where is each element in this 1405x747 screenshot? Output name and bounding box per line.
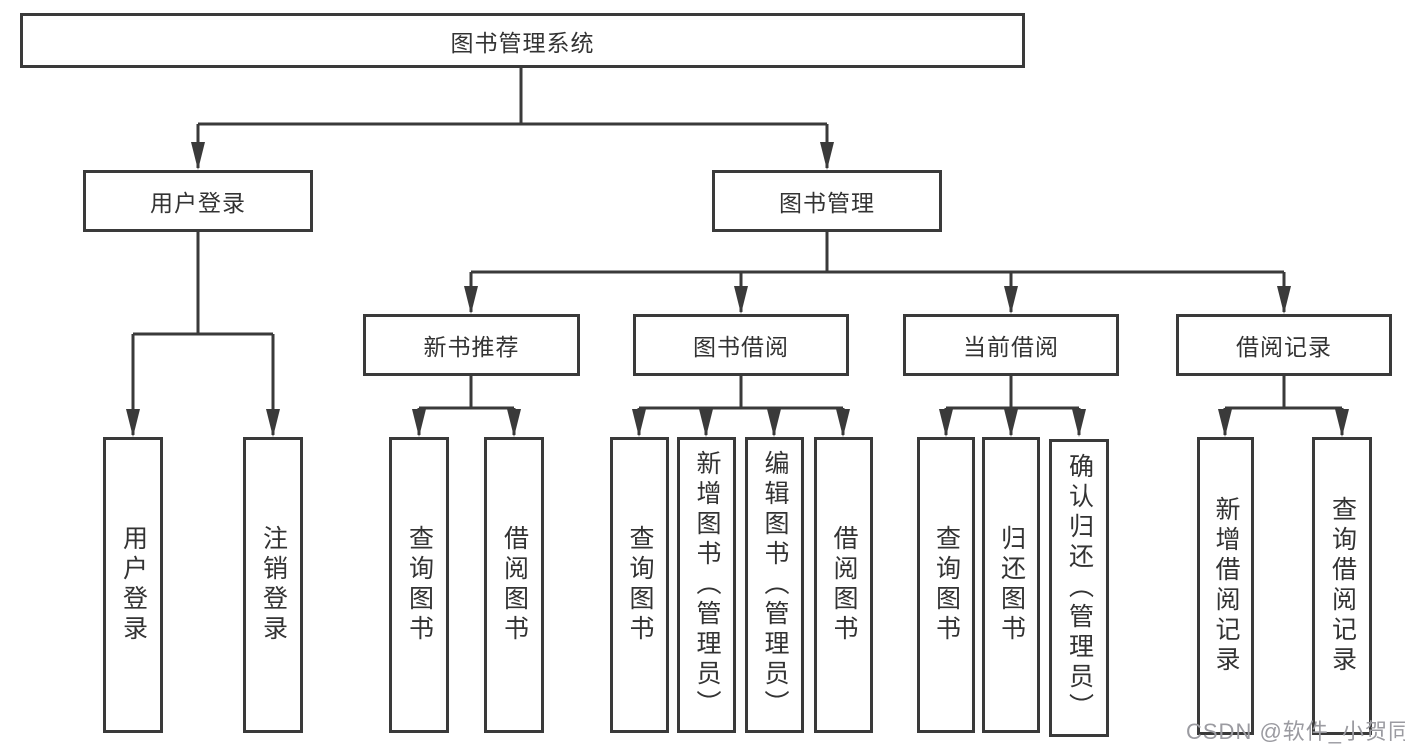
leaf-query-books-recommend: 查询图书 bbox=[389, 437, 449, 733]
leaf-logout: 注销登录 bbox=[243, 437, 303, 733]
leaf-query-books-current: 查询图书 bbox=[917, 437, 975, 733]
arrowhead bbox=[1072, 409, 1086, 437]
node-new-book-recommend: 新书推荐 bbox=[363, 314, 580, 376]
leaf-borrow-books-recommend: 借阅图书 bbox=[484, 437, 544, 733]
connector-book-management bbox=[469, 232, 1286, 312]
arrowhead bbox=[939, 409, 953, 437]
leaf-query-borrow-record: 查询借阅记录 bbox=[1312, 437, 1372, 735]
node-library-system: 图书管理系统 bbox=[20, 13, 1025, 68]
arrowhead bbox=[191, 142, 205, 170]
arrowhead bbox=[1335, 409, 1349, 437]
node-book-management: 图书管理 bbox=[712, 170, 942, 232]
leaf-confirm-return-admin: 确认归还（管理员） bbox=[1049, 439, 1109, 737]
arrowhead bbox=[1004, 286, 1018, 314]
arrowhead bbox=[820, 142, 834, 170]
arrowhead bbox=[1218, 409, 1232, 437]
leaf-edit-books-admin: 编辑图书（管理员） bbox=[745, 437, 804, 733]
leaf-add-borrow-record: 新增借阅记录 bbox=[1197, 437, 1254, 735]
node-book-borrow: 图书借阅 bbox=[633, 314, 849, 376]
arrowhead bbox=[412, 409, 426, 437]
csdn-watermark: CSDN @软件_小贺同学 bbox=[1186, 719, 1405, 744]
connector-new-book bbox=[417, 376, 516, 435]
arrowhead bbox=[266, 409, 280, 437]
node-current-borrow: 当前借阅 bbox=[903, 314, 1119, 376]
arrowhead bbox=[767, 409, 781, 437]
arrowhead bbox=[1277, 286, 1291, 314]
connector-borrow-record bbox=[1223, 376, 1344, 435]
leaf-borrow-books: 借阅图书 bbox=[814, 437, 873, 733]
arrowheads bbox=[126, 142, 1349, 437]
arrowhead bbox=[734, 286, 748, 314]
node-user-login: 用户登录 bbox=[83, 170, 313, 232]
leaf-user-login: 用户登录 bbox=[103, 437, 163, 733]
arrowhead bbox=[1004, 409, 1018, 437]
leaf-return-books: 归还图书 bbox=[982, 437, 1040, 733]
leaf-add-books-admin: 新增图书（管理员） bbox=[677, 437, 736, 733]
arrowhead bbox=[126, 409, 140, 437]
leaf-query-books-borrow: 查询图书 bbox=[610, 437, 669, 733]
connector-root bbox=[196, 68, 829, 168]
connector-user-login bbox=[131, 232, 275, 435]
arrowhead bbox=[464, 286, 478, 314]
connector-book-borrow bbox=[637, 376, 845, 435]
arrowhead bbox=[699, 409, 713, 437]
arrowhead bbox=[632, 409, 646, 437]
arrowhead bbox=[836, 409, 850, 437]
node-borrow-record: 借阅记录 bbox=[1176, 314, 1392, 376]
arrowhead bbox=[507, 409, 521, 437]
